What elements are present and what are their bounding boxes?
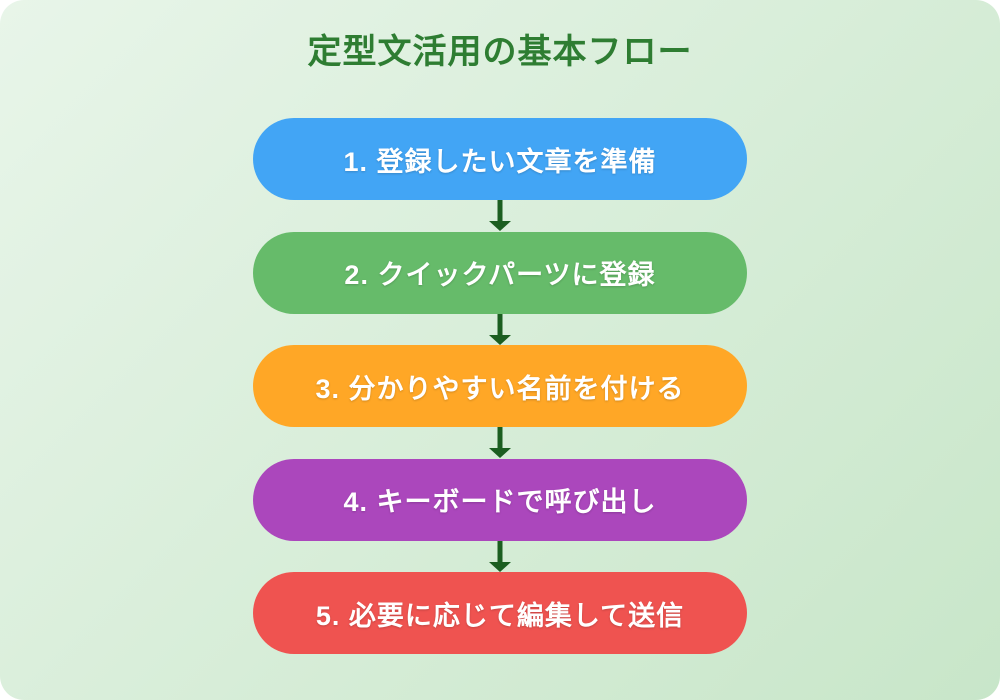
- flow-step-2: 2. クイックパーツに登録: [253, 231, 747, 314]
- arrow-down-icon: [489, 200, 511, 231]
- flow-step-3: 3. 分かりやすい名前を付ける: [253, 345, 747, 427]
- flow-step-1: 1. 登録したい文章を準備: [253, 118, 747, 200]
- flow-step-label: 1. 登録したい文章を準備: [343, 146, 657, 177]
- flow-step-label: 5. 必要に応じて編集して送信: [315, 600, 685, 631]
- arrow-down-icon: [489, 427, 511, 458]
- flow-step-label: 3. 分かりやすい名前を付ける: [315, 373, 685, 404]
- arrow-row: [253, 427, 747, 459]
- arrow-row: [253, 200, 747, 232]
- arrow-row: [253, 540, 747, 573]
- arrow-row: [253, 313, 747, 346]
- flow-step-4: 4. キーボードで呼び出し: [253, 458, 747, 541]
- arrow-down-icon: [489, 540, 511, 572]
- flow-step-label: 2. クイックパーツに登録: [344, 260, 656, 290]
- flow-diagram: 1. 登録したい文章を準備 2. クイックパーツに登録 3. 分かりやすい名前を…: [253, 118, 747, 654]
- flow-step-5: 5. 必要に応じて編集して送信: [253, 572, 747, 654]
- arrow-down-icon: [489, 313, 511, 345]
- flow-step-label: 4. キーボードで呼び出し: [343, 487, 657, 517]
- page-title: 定型文活用の基本フロー: [307, 33, 693, 71]
